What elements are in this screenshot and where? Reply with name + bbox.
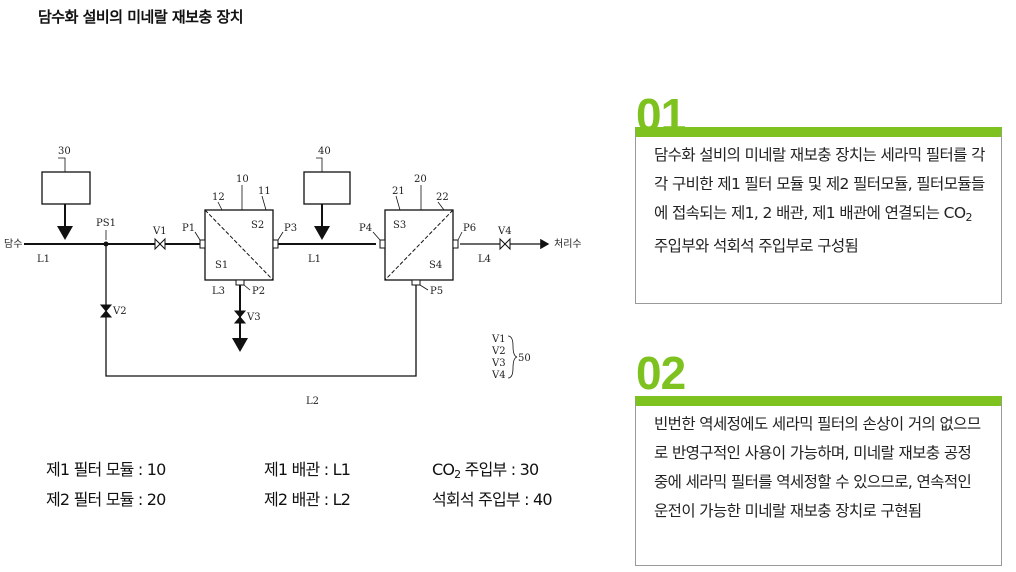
legend-pipe2: 제2 배관 : L2	[264, 490, 351, 509]
feature-text-01-rest: 주입부와 석회석 주입부로 구성됨	[654, 237, 859, 255]
feature-box-02: 빈번한 역세정에도 세라믹 필터의 손상이 거의 없으므로 반영구적인 사용이 …	[635, 396, 1002, 566]
label-50: 50	[518, 353, 531, 364]
feature-text-02: 빈번한 역세정에도 세라믹 필터의 손상이 거의 없으므로 반영구적인 사용이 …	[654, 415, 981, 520]
feature-text-01-sub: 2	[965, 211, 972, 224]
label-p1: P1	[182, 223, 195, 234]
legend-co2-sub: 2	[454, 468, 461, 481]
feature-box-01: 담수화 설비의 미네랄 재보충 장치는 세라믹 필터를 각각 구비한 제1 필터…	[635, 127, 1002, 304]
label-p2: P2	[252, 286, 265, 297]
label-l1-a: L1	[37, 254, 50, 265]
label-s4: S4	[429, 260, 442, 271]
label-s1: S1	[215, 260, 228, 271]
valve-list-item: V3	[491, 358, 506, 369]
label-p4: P4	[359, 223, 372, 234]
legend-module1: 제1 필터 모듈 : 10	[46, 460, 166, 479]
label-l2: L2	[306, 396, 319, 407]
legend-co2-text: CO	[432, 460, 455, 479]
valve-v1	[154, 237, 166, 251]
legend-co2: CO2 주입부 : 30	[432, 456, 539, 481]
legend-module2: 제2 필터 모듈 : 20	[46, 490, 166, 509]
label-l4: L4	[478, 254, 491, 265]
label-21: 21	[392, 186, 405, 197]
limestone-injection-unit	[303, 157, 351, 240]
label-l3: L3	[212, 286, 225, 297]
label-p3: P3	[284, 223, 297, 234]
legend-pipe1: 제1 배관 : L1	[264, 460, 351, 479]
junction-ps1	[103, 241, 109, 247]
outlet-label: 처리수	[554, 238, 582, 250]
label-ps1: PS1	[96, 218, 116, 229]
feature-number-02: 02	[636, 347, 686, 399]
label-40: 40	[318, 146, 331, 157]
inlet-label: 담수	[4, 238, 22, 250]
valve-list-item: V4	[491, 370, 506, 381]
legend-limestone: 석회석 주입부 : 40	[432, 490, 553, 509]
valve-v4	[499, 237, 511, 251]
label-22: 22	[436, 192, 449, 203]
label-20: 20	[414, 174, 427, 185]
label-30: 30	[58, 146, 71, 157]
label-11: 11	[258, 186, 271, 197]
valve-v2	[99, 304, 113, 318]
valve-list-item: V1	[491, 334, 506, 345]
leader-lines	[105, 185, 518, 379]
label-v1: V1	[152, 226, 167, 237]
label-s2: S2	[251, 220, 264, 231]
label-l1-b: L1	[308, 254, 321, 265]
label-v2: V2	[112, 306, 127, 317]
label-12: 12	[212, 192, 225, 203]
valve-list-item: V2	[491, 346, 506, 357]
label-p5: P5	[430, 286, 443, 297]
label-10: 10	[236, 174, 249, 185]
feature-text-01: 담수화 설비의 미네랄 재보충 장치는 세라믹 필터를 각각 구비한 제1 필터…	[654, 146, 985, 222]
co2-injection-unit	[41, 157, 91, 240]
label-s3: S3	[393, 220, 406, 231]
label-v3: V3	[246, 312, 261, 323]
valve-v3	[233, 310, 247, 324]
legend-co2-rest: 주입부 : 30	[460, 460, 539, 479]
page-title: 담수화 설비의 미네랄 재보충 장치	[38, 8, 244, 26]
second-filter-module	[379, 209, 459, 286]
label-p6: P6	[463, 223, 476, 234]
label-v4: V4	[497, 226, 512, 237]
process-diagram: 담수 처리수 30 40 10 20 12 11 21 22 S1 S2 S3 …	[4, 146, 582, 407]
first-filter-module	[199, 209, 279, 286]
